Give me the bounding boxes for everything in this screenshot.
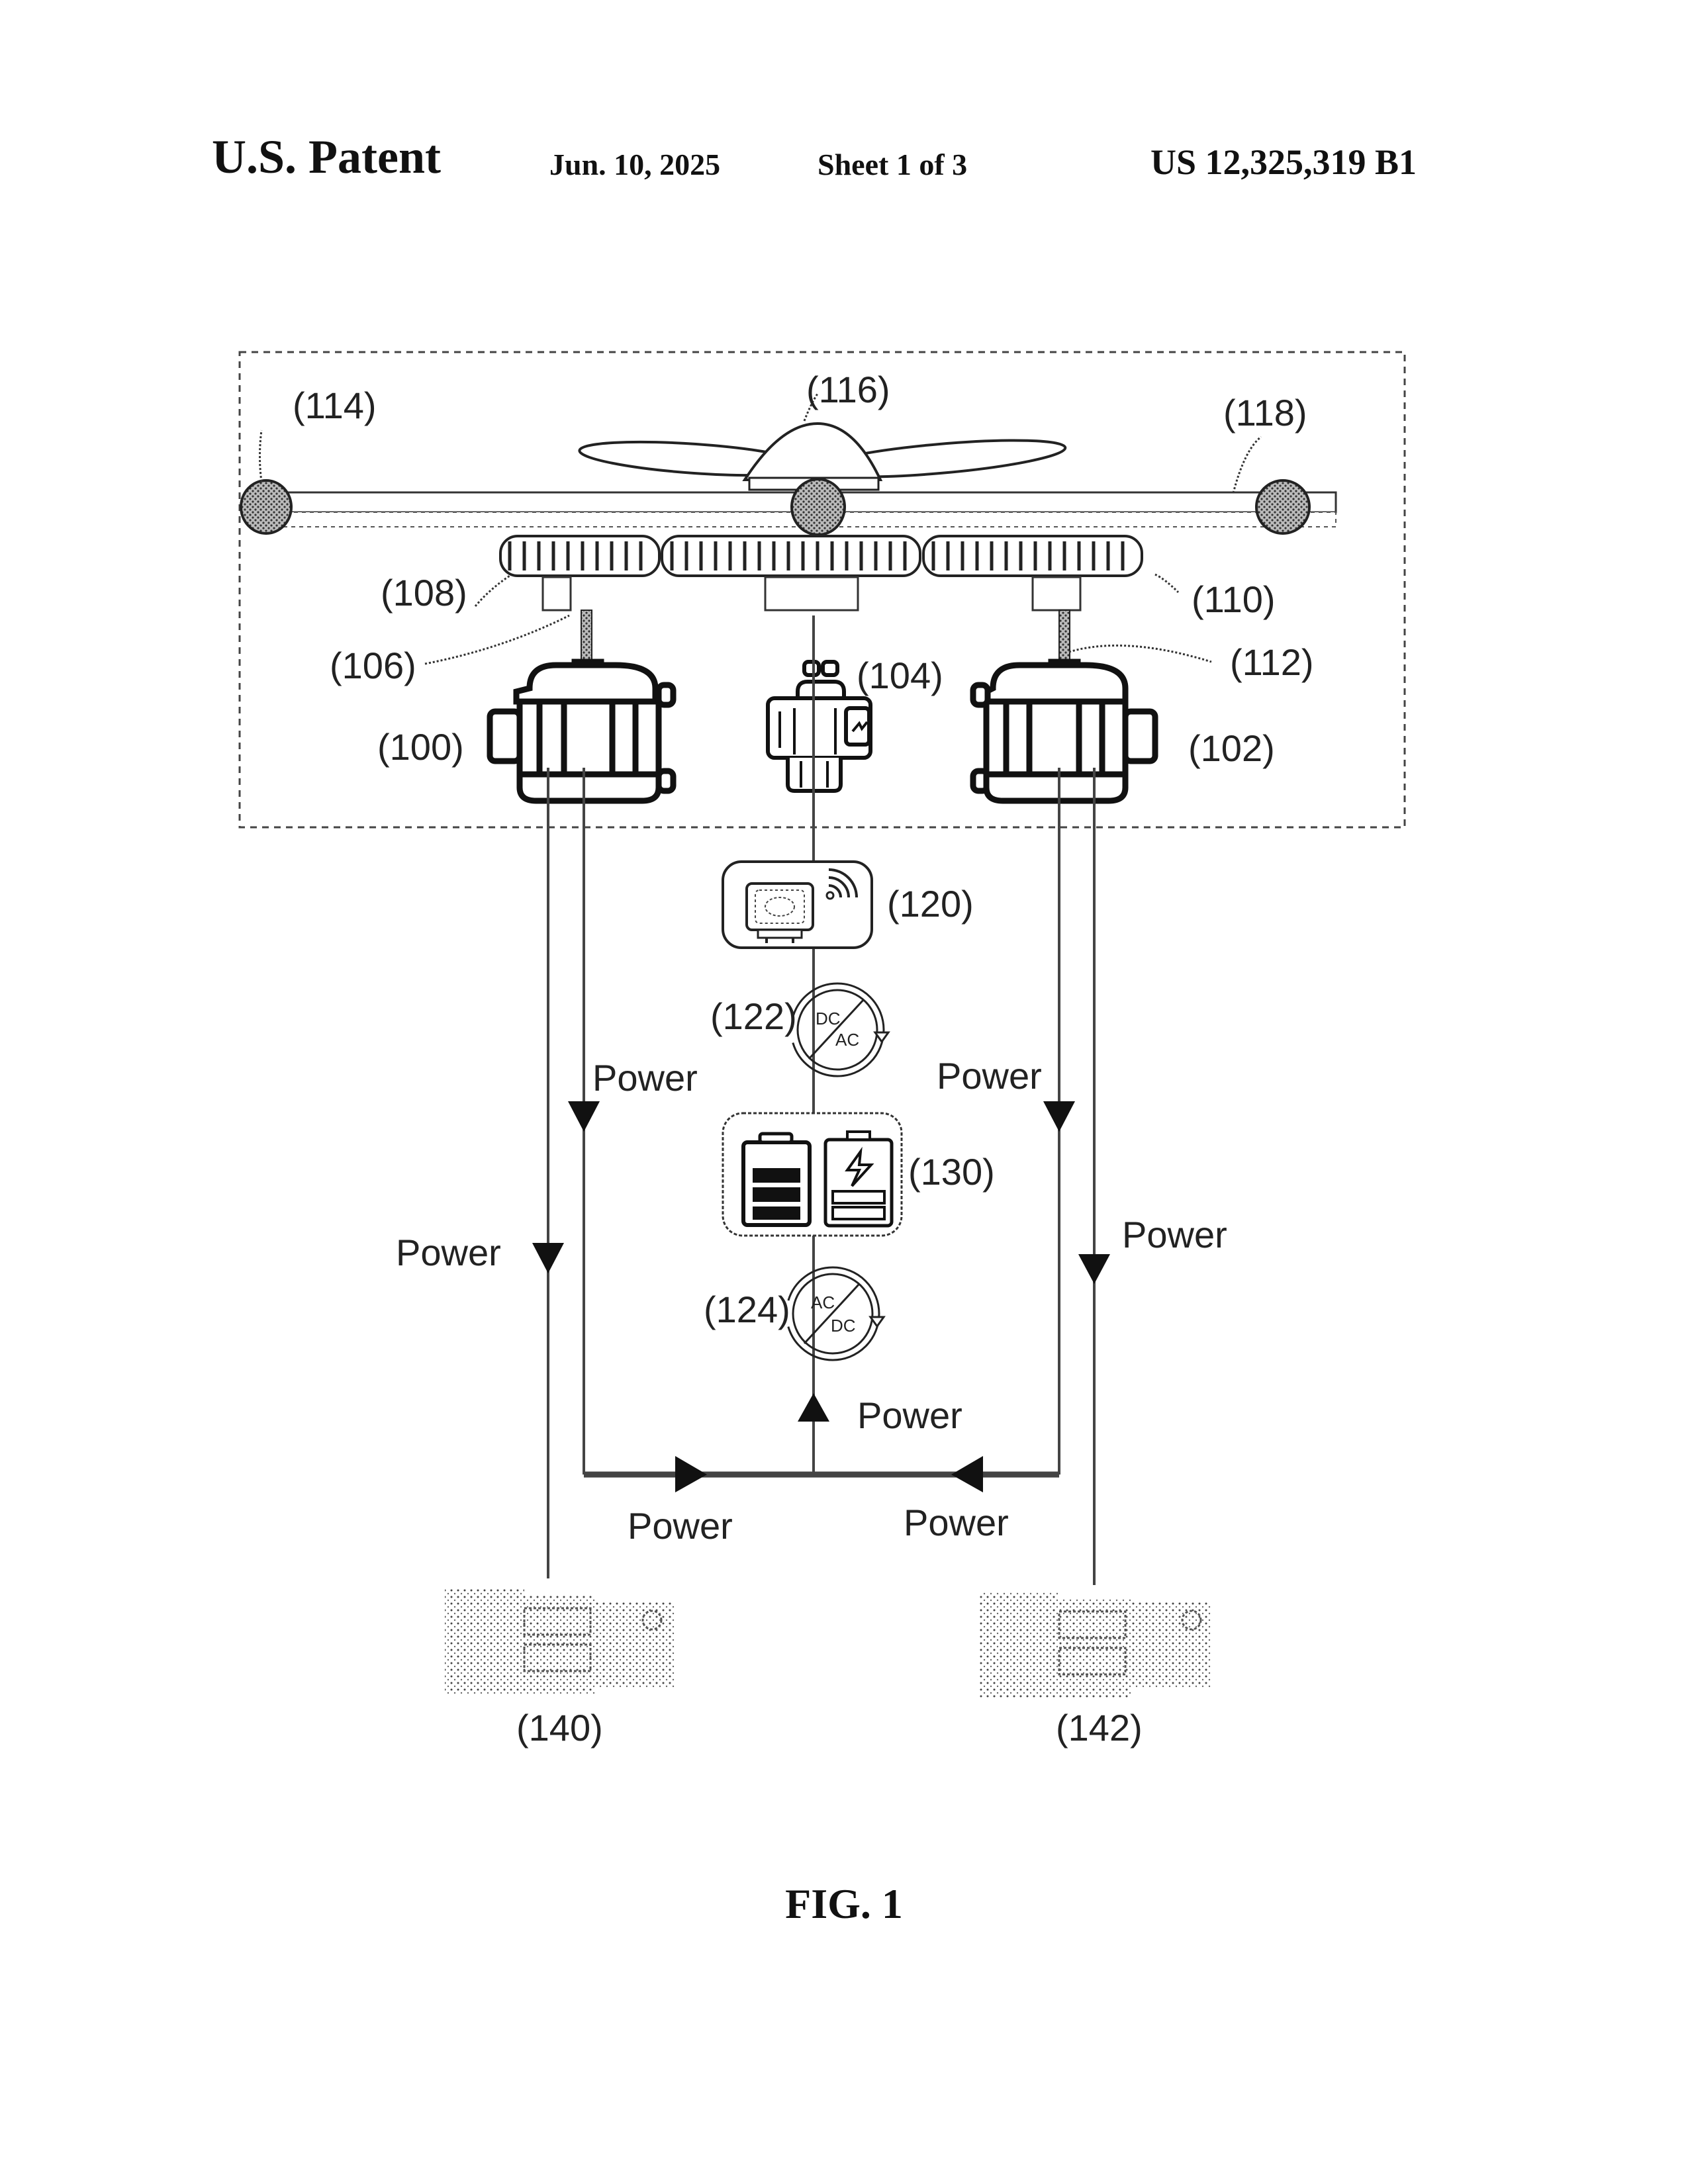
- coupling-left: [541, 576, 572, 612]
- ref-label-104: (104): [857, 655, 943, 696]
- converter-124-top-text: AC: [811, 1293, 835, 1312]
- power-label-bus-right: Power: [904, 1502, 1009, 1543]
- lightning-bolt-icon: [845, 1146, 874, 1187]
- ref-label-120: (120): [887, 883, 974, 925]
- power-label-bus-left: Power: [628, 1505, 733, 1547]
- patent-label: U.S. Patent: [212, 130, 441, 183]
- ref-label-106: (106): [330, 645, 416, 686]
- leader-lines: [259, 393, 1262, 665]
- hub-left: [240, 479, 293, 535]
- converter-124-bottom-text: DC: [831, 1316, 856, 1336]
- patent-date: Jun. 10, 2025: [549, 148, 721, 181]
- motor-left: [487, 659, 677, 804]
- arrow-center-up: [798, 1393, 829, 1422]
- power-label-left-outer: Power: [396, 1232, 501, 1273]
- ref-label-112: (112): [1230, 641, 1314, 683]
- battery-pack-icon: [722, 1112, 903, 1237]
- flow-arrows: [532, 1101, 1110, 1492]
- ref-label-100: (100): [377, 726, 464, 768]
- ref-label-124: (124): [704, 1289, 790, 1330]
- shaft-left: [581, 610, 592, 664]
- ref-label-108: (108): [381, 572, 467, 614]
- patent-number: US 12,325,319 B1: [1150, 142, 1417, 182]
- ref-label-116: (116): [806, 369, 890, 410]
- figure-caption: FIG. 1: [785, 1880, 903, 1927]
- ref-label-140: (140): [516, 1707, 603, 1749]
- ref-label-110: (110): [1192, 578, 1276, 620]
- power-label-center-up: Power: [857, 1394, 962, 1436]
- ref-label-102: (102): [1188, 727, 1275, 769]
- wheel-motor-left: [445, 1588, 675, 1694]
- converter-dc-ac-icon: DC AC: [790, 982, 890, 1077]
- wireless-signal-icon: [828, 868, 858, 898]
- sheet-number: Sheet 1 of 3: [818, 148, 968, 181]
- coupling-center: [764, 576, 859, 612]
- arrow-left-inner-down: [568, 1101, 600, 1132]
- controller-icon: [722, 860, 873, 949]
- shaft-right: [1058, 610, 1070, 664]
- arrow-right-inner-down: [1043, 1101, 1075, 1132]
- generator-center: [766, 660, 872, 793]
- hub-right: [1255, 479, 1311, 535]
- power-label-left-inner: Power: [592, 1057, 698, 1099]
- arrow-right-outer-down: [1078, 1254, 1110, 1284]
- motor-right: [970, 659, 1158, 804]
- ref-label-130: (130): [908, 1151, 995, 1193]
- hub-center: [790, 478, 846, 536]
- ref-label-118: (118): [1223, 392, 1307, 433]
- wheel-motor-right: [980, 1592, 1211, 1698]
- arrow-left-outer-down: [532, 1243, 564, 1273]
- ref-label-122: (122): [710, 995, 797, 1037]
- arrow-bus-left: [951, 1456, 983, 1492]
- arrow-bus-right: [675, 1456, 707, 1492]
- drivetrain-enclosure: [238, 351, 1406, 829]
- converter-ac-dc-icon: AC DC: [785, 1266, 886, 1361]
- ref-label-114: (114): [293, 385, 377, 426]
- power-label-right-inner: Power: [937, 1055, 1042, 1097]
- coupling-right: [1031, 576, 1082, 612]
- propeller: [578, 422, 1067, 491]
- converter-122-top-text: DC: [816, 1009, 841, 1028]
- ref-label-142: (142): [1056, 1707, 1143, 1749]
- gear-train: [499, 535, 1143, 577]
- converter-122-bottom-text: AC: [835, 1030, 859, 1050]
- power-label-right-outer: Power: [1122, 1214, 1227, 1255]
